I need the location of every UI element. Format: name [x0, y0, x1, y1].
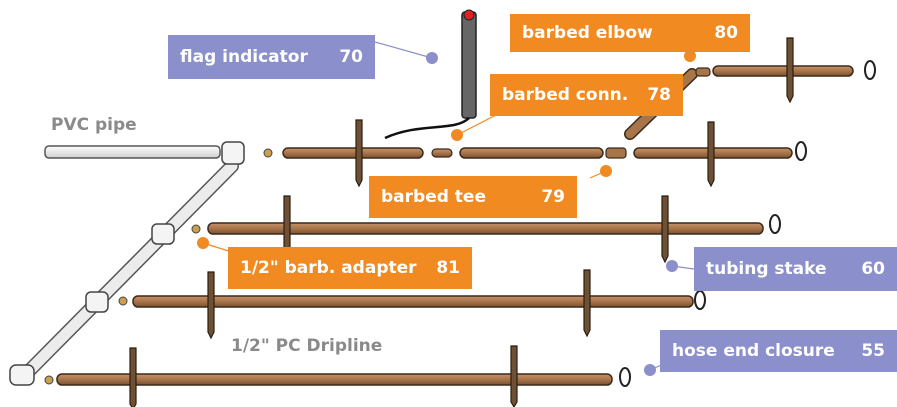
- dripline-rows: [56, 65, 854, 386]
- callout-flag-indicator-number: 70: [339, 47, 363, 67]
- callout-barbed-conn: barbed conn. 78: [490, 74, 683, 116]
- tubing-stakes: [129, 37, 794, 407]
- callout-barbed-conn-number: 78: [647, 85, 671, 105]
- callout-tubing-stake-text: tubing stake: [706, 259, 827, 279]
- callout-hose-end-closure: hose end closure 55: [660, 330, 897, 372]
- callout-hose-end-closure-number: 55: [861, 341, 885, 361]
- callout-barb-adapter-number: 81: [436, 258, 460, 278]
- pvc-pipe-label: PVC pipe: [51, 115, 137, 135]
- dripline-label: 1/2" PC Dripline: [231, 336, 383, 356]
- callout-hose-end-closure-text: hose end closure: [672, 341, 835, 361]
- callout-barbed-elbow-text: barbed elbow: [522, 23, 653, 43]
- callout-barb-adapter: 1/2" barb. adapter 81: [228, 247, 472, 289]
- callout-barbed-tee-number: 79: [541, 187, 565, 207]
- callout-tubing-stake-number: 60: [861, 259, 885, 279]
- callout-barbed-elbow-number: 80: [714, 23, 738, 43]
- callout-barbed-tee-text: barbed tee: [381, 187, 486, 207]
- barbed-elbow-fitting: [695, 67, 711, 77]
- callout-barb-adapter-text: 1/2" barb. adapter: [240, 258, 417, 278]
- callout-barbed-conn-text: barbed conn.: [502, 85, 629, 105]
- callout-barbed-elbow: barbed elbow 80: [510, 14, 750, 52]
- hose-end-closures: [619, 60, 876, 387]
- flag-indicator: [384, 9, 477, 140]
- callout-flag-indicator: flag indicator 70: [168, 35, 375, 79]
- callout-tubing-stake: tubing stake 60: [694, 247, 897, 291]
- callout-flag-indicator-text: flag indicator: [180, 47, 308, 67]
- pvc-pipe: [9, 141, 273, 386]
- barbed-tee-fitting: [605, 147, 627, 159]
- callout-barbed-tee: barbed tee 79: [369, 176, 577, 218]
